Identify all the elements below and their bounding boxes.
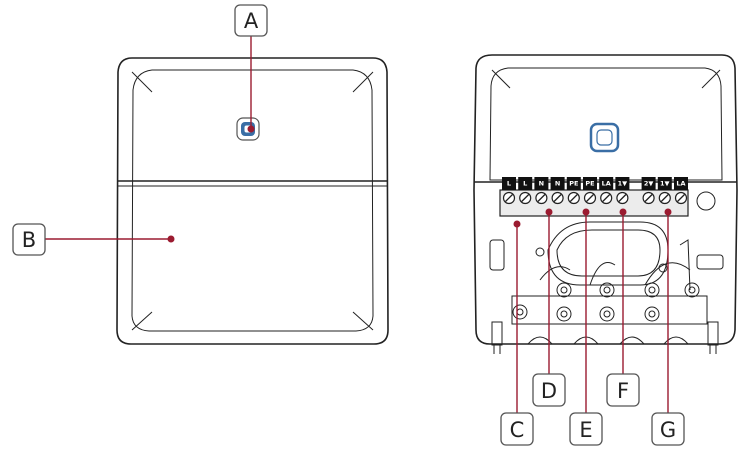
led-window-icon — [589, 122, 620, 153]
terminal-label-bg — [641, 177, 656, 190]
callout-d: D — [532, 373, 566, 407]
callout-a-label: A — [244, 9, 259, 33]
callout-f-label: F — [617, 379, 629, 403]
terminal-screw-slot — [677, 194, 685, 202]
terminal-label: PE — [585, 180, 594, 188]
callout-c-label: C — [510, 418, 525, 442]
callout-f: F — [606, 373, 640, 407]
callout-e-label: E — [579, 418, 592, 442]
terminal-label-bg — [550, 177, 565, 190]
terminal-screw-slot — [553, 194, 562, 202]
terminal-label-bg — [599, 177, 614, 190]
terminal-label: 1▼ — [618, 180, 628, 188]
terminal-label: LA — [676, 180, 685, 188]
terminal-label-bg — [518, 177, 533, 190]
terminal-label: LA — [602, 180, 611, 188]
callout-e: E — [569, 412, 603, 446]
terminal-label: N — [555, 180, 560, 188]
terminal-label: 2▼ — [644, 180, 654, 188]
terminal-label: N — [539, 180, 544, 188]
callout-c: C — [500, 412, 534, 446]
marker-d — [545, 208, 553, 216]
back-view — [473, 54, 738, 354]
callout-b-label: B — [22, 228, 36, 252]
terminal-label: 1▼ — [660, 180, 670, 188]
terminal-screw-slot — [602, 194, 611, 202]
front-view — [116, 57, 389, 345]
marker-f — [619, 208, 627, 216]
marker-a — [247, 125, 255, 133]
terminal-screw-slot — [569, 194, 578, 202]
marker-g — [664, 208, 672, 216]
callout-g-label: G — [660, 418, 676, 442]
terminal-screw-slot — [586, 194, 594, 202]
terminal-label-bg — [502, 177, 516, 190]
terminal-screw-slot — [537, 194, 546, 202]
callout-g: G — [651, 412, 685, 446]
terminal-screw-slot — [644, 194, 653, 202]
terminal-label-bg — [674, 177, 688, 190]
marker-b — [167, 235, 175, 243]
leader-lines — [45, 36, 672, 413]
terminal-label-bg — [534, 177, 549, 190]
terminal-label: L — [523, 180, 527, 188]
callout-d-label: D — [541, 379, 557, 403]
terminal-row: L L N N PE PE LA 1▼ 2▼ 1▼ LA — [502, 177, 688, 205]
terminal-label-bg — [657, 177, 672, 190]
terminal-label-bg — [566, 177, 581, 190]
terminal-label-bg — [615, 177, 630, 190]
terminal-screw-slot — [521, 194, 530, 202]
callout-a: A — [234, 4, 268, 37]
callout-b: B — [12, 223, 46, 256]
terminal-label-bg — [583, 177, 597, 190]
terminal-screw-slot — [505, 194, 513, 202]
marker-c — [513, 220, 521, 228]
terminal-screw-slot — [660, 194, 669, 202]
terminal-screw-slot — [618, 194, 627, 202]
marker-e — [582, 208, 590, 216]
terminal-label: L — [507, 180, 511, 188]
terminal-label: PE — [569, 180, 578, 188]
